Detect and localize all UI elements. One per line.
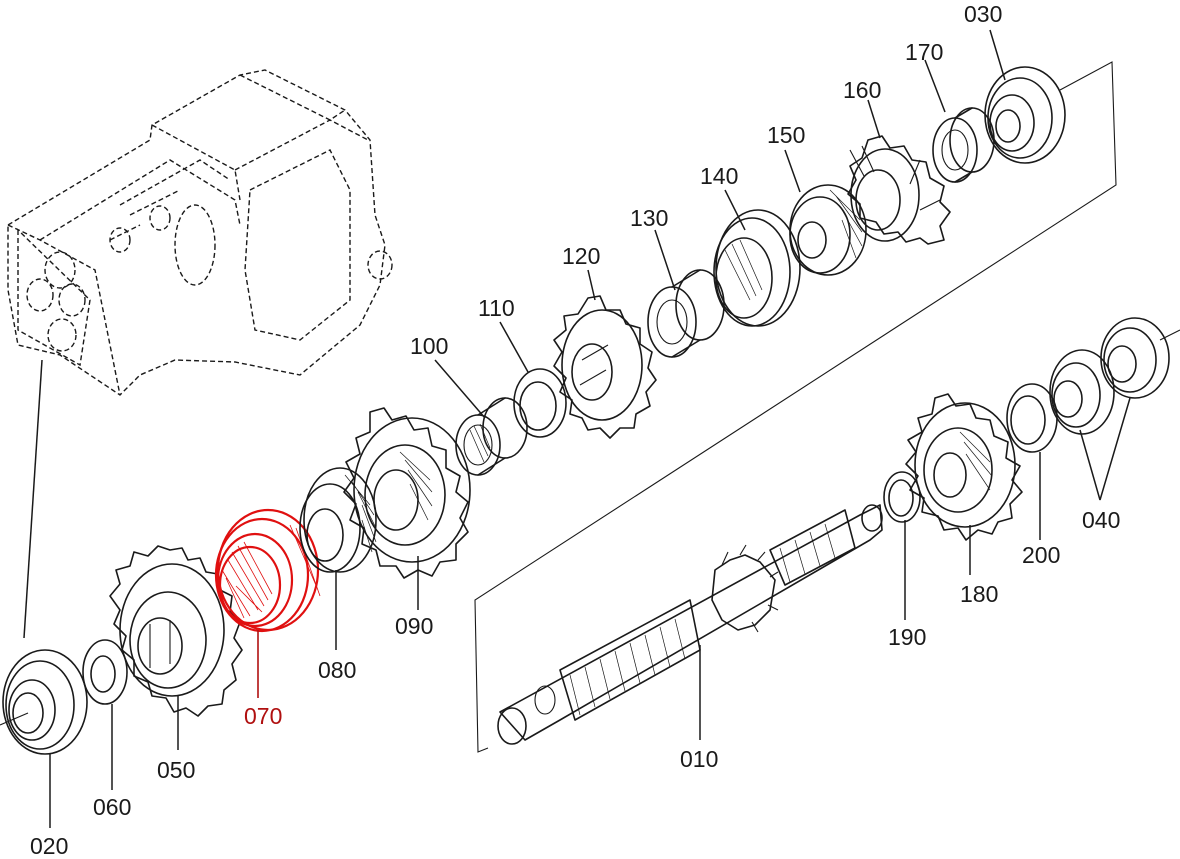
callout-060: 060 bbox=[93, 794, 131, 820]
housing-leader-line bbox=[23, 359, 43, 639]
callout-010: 010 bbox=[680, 746, 718, 772]
callout-190: 190 bbox=[888, 624, 926, 650]
part-130-sleeve bbox=[647, 269, 725, 358]
part-150-shift-hub bbox=[789, 184, 867, 276]
callout-110: 110 bbox=[478, 295, 515, 321]
callout-130: 130 bbox=[630, 205, 668, 231]
part-190-snap-ring bbox=[883, 471, 921, 523]
callout-200: 200 bbox=[1022, 542, 1060, 568]
upper-group-bracket bbox=[474, 61, 1117, 753]
part-030-bearing bbox=[984, 66, 1066, 164]
callout-020: 020 bbox=[30, 833, 68, 859]
callout-160: 160 bbox=[843, 77, 881, 103]
callout-030: 030 bbox=[964, 1, 1002, 27]
part-080-sleeve bbox=[299, 467, 377, 573]
callout-040: 040 bbox=[1082, 507, 1120, 533]
callout-100: 100 bbox=[410, 333, 448, 359]
part-110-snap-ring bbox=[513, 368, 567, 438]
part-140-ring bbox=[713, 209, 801, 327]
transmission-housing bbox=[7, 69, 393, 396]
part-040-bearings bbox=[1049, 317, 1180, 435]
callout-070: 070 bbox=[244, 703, 282, 729]
callout-120: 120 bbox=[562, 243, 600, 269]
callout-labels: 030 170 160 150 140 130 120 110 100 090 … bbox=[30, 1, 1120, 859]
part-120-gear bbox=[553, 295, 657, 439]
part-180-gear bbox=[905, 393, 1023, 541]
callout-080: 080 bbox=[318, 657, 356, 683]
part-020-bearing bbox=[0, 649, 88, 755]
part-160-bevel-gear bbox=[847, 135, 951, 245]
callout-140: 140 bbox=[700, 163, 738, 189]
part-090-gear bbox=[343, 407, 471, 579]
callout-180: 180 bbox=[960, 581, 998, 607]
part-060-washer bbox=[82, 639, 128, 705]
callout-170: 170 bbox=[905, 39, 943, 65]
callout-050: 050 bbox=[157, 757, 195, 783]
part-100-needle-sleeve bbox=[455, 397, 528, 476]
main-shaft bbox=[497, 504, 883, 745]
callout-090: 090 bbox=[395, 613, 433, 639]
part-070-needle-bearing-highlighted bbox=[214, 508, 321, 633]
callout-150: 150 bbox=[767, 122, 805, 148]
callout-leader-lines bbox=[49, 29, 1131, 828]
